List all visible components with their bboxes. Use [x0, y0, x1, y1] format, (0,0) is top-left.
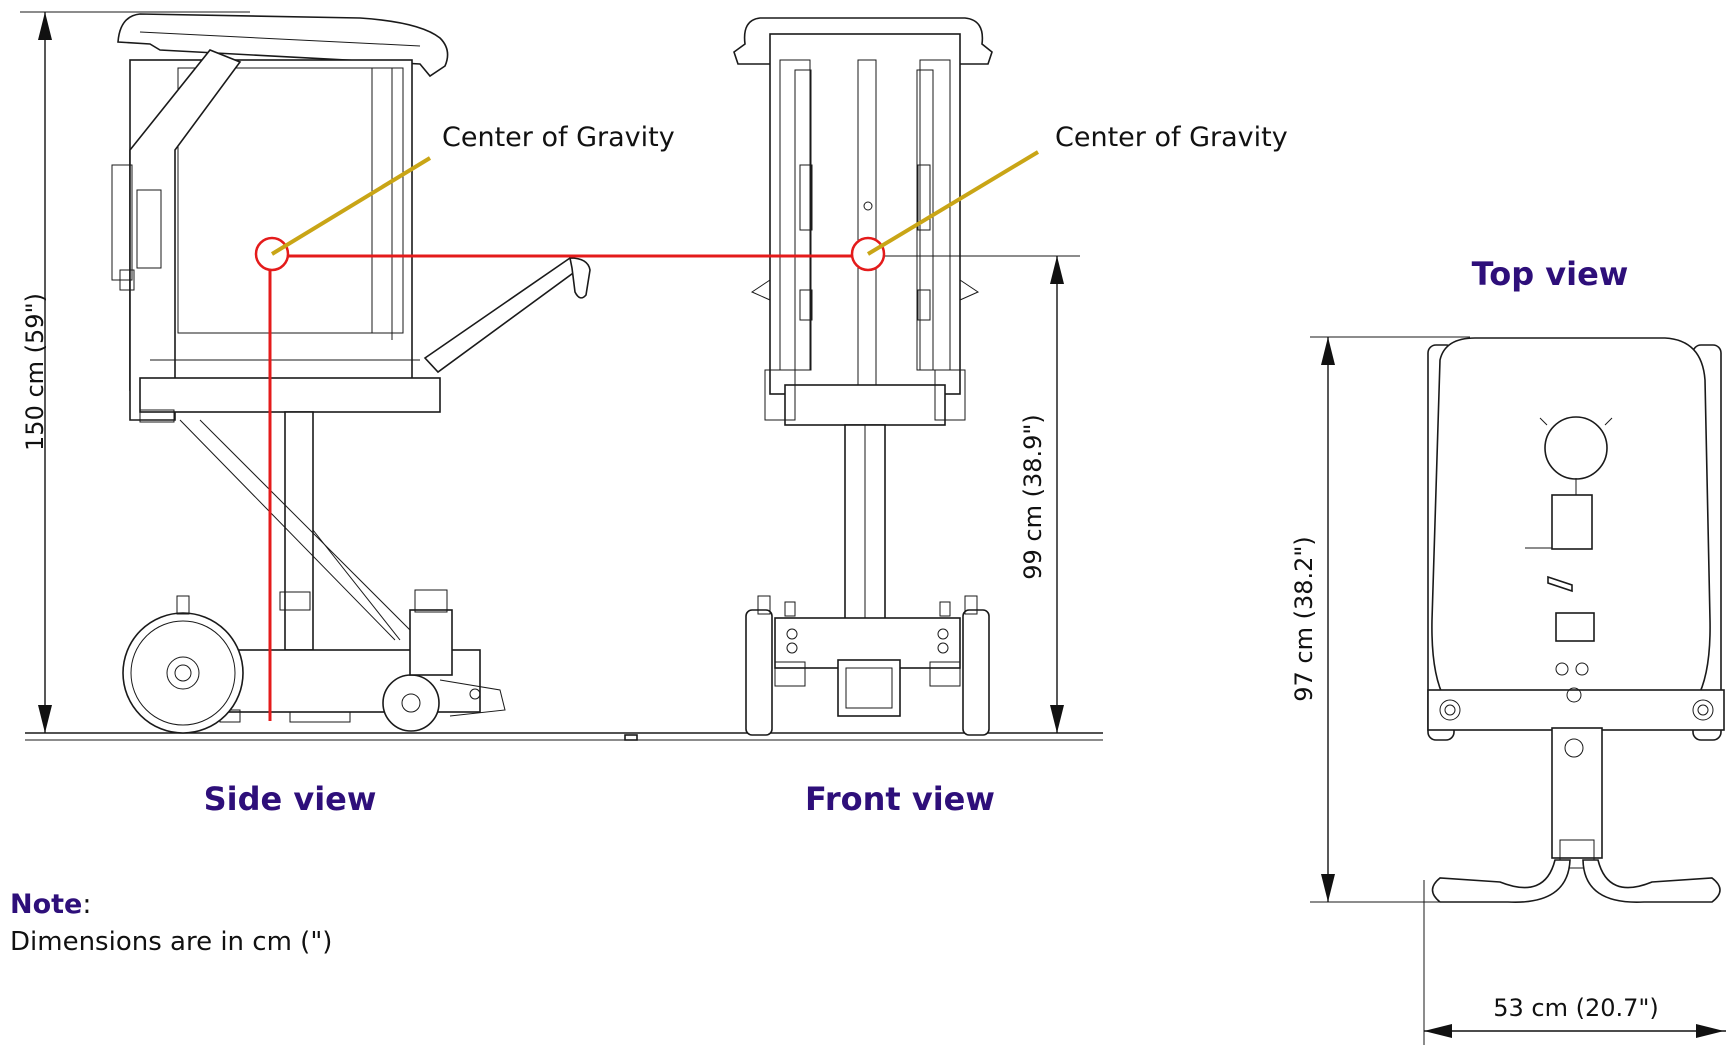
dimension-cog-height-label: 99 cm (38.9"): [1019, 414, 1047, 580]
side-view-drawing: [111, 13, 591, 734]
dimension-depth: [1310, 336, 1470, 903]
dimension-cog-height: [870, 255, 1080, 733]
note-title: Note: [10, 889, 82, 920]
front-view-drawing: [733, 17, 993, 736]
cog-leader-lines: [270, 150, 1040, 256]
ground-line: [25, 732, 1103, 741]
dimension-overall-height-label: 150 cm (59"): [21, 293, 49, 451]
note-colon: :: [82, 889, 91, 920]
front-view-label: Front view: [805, 780, 995, 818]
dimension-width-label: 53 cm (20.7"): [1493, 994, 1659, 1022]
side-view-label: Side view: [204, 780, 377, 818]
note-text: Dimensions are in cm ("): [10, 927, 332, 957]
cog-callout-front: Center of Gravity: [1055, 122, 1288, 153]
top-view-drawing: [1427, 337, 1725, 903]
note-heading: Note:: [10, 889, 91, 920]
top-view-label: Top view: [1472, 255, 1629, 293]
dimension-depth-label: 97 cm (38.2"): [1290, 536, 1318, 702]
dimension-overall-height: [20, 11, 250, 733]
dimension-width: [1423, 880, 1726, 1045]
cog-callout-side: Center of Gravity: [442, 122, 675, 153]
